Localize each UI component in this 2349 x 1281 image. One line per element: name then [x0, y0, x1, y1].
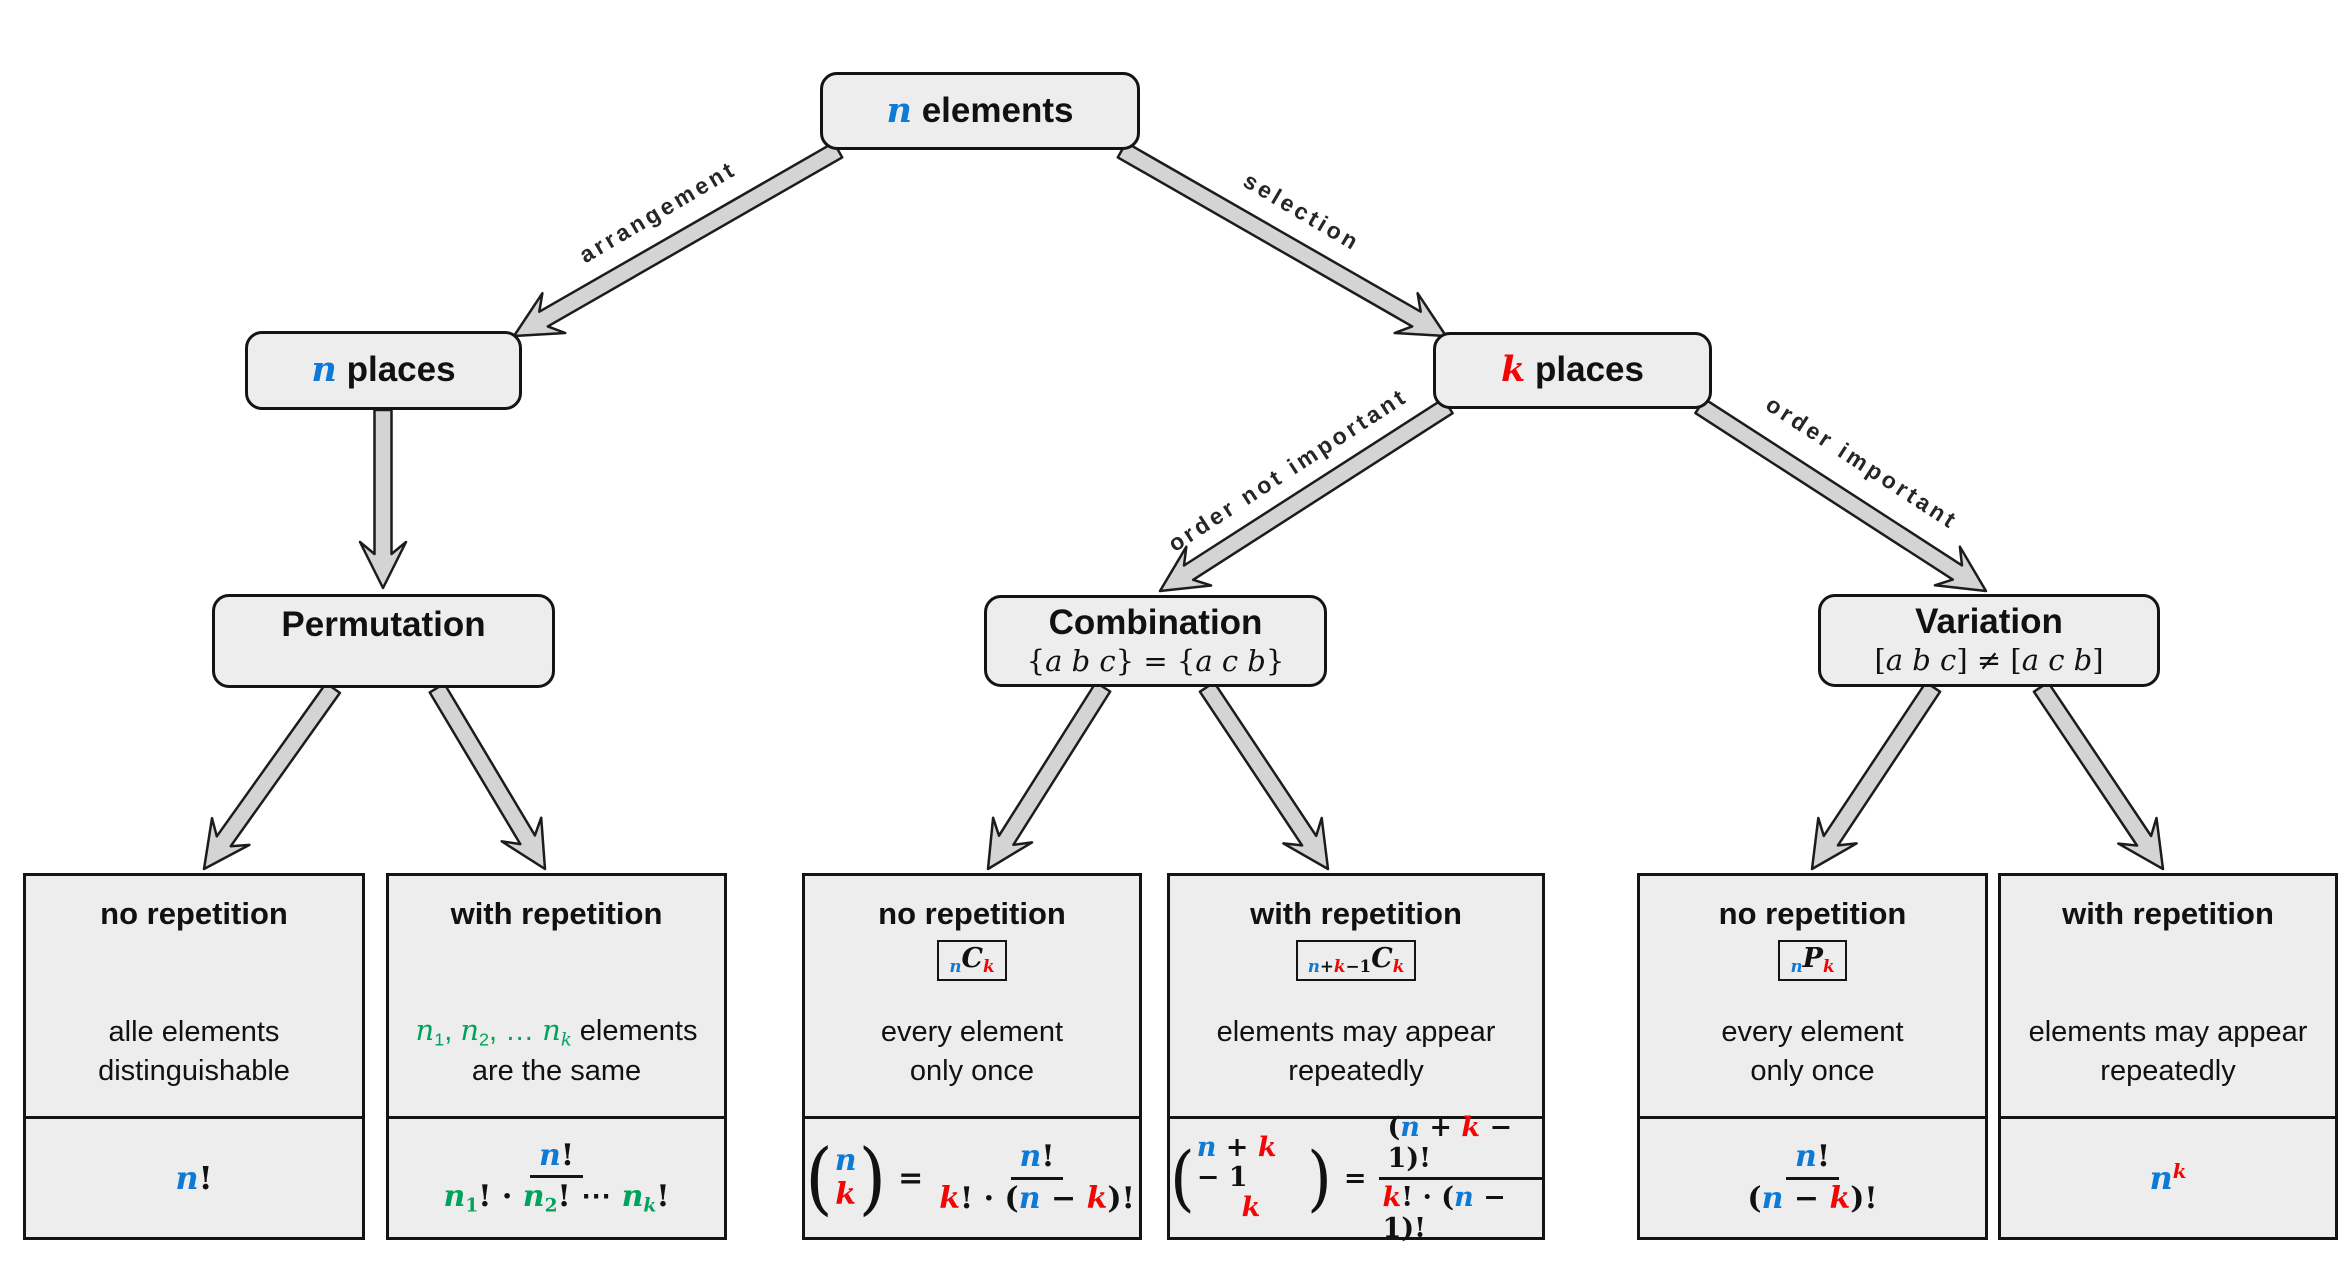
leaf-header: no repetition [1718, 896, 1907, 931]
equals-sign: = [898, 1160, 924, 1196]
leaf-body: elements may appear repeatedly [1216, 1016, 1496, 1087]
leaf-body: n1, n2, … nk elements are the same [415, 1012, 698, 1087]
node-n-places: n places [245, 331, 522, 410]
notation-badge-nPk: nPk [1778, 940, 1847, 982]
leaf-formula: n! (n − k)! [1640, 1119, 1985, 1237]
leaf-body: every element only once [1721, 1016, 1904, 1087]
formula-n-factorial: n! [175, 1159, 213, 1197]
leaf-description: no repetition alle elements distinguisha… [26, 876, 362, 1119]
node-variation-title: Variation [1915, 602, 2063, 641]
node-permutation-title: Permutation [281, 605, 486, 644]
leaf-variation-with-repetition: with repetition elements may appear repe… [1998, 873, 2338, 1240]
node-n-elements: n elements [820, 72, 1140, 150]
leaf-combination-with-repetition: with repetition n+k−1Ck elements may app… [1167, 873, 1545, 1244]
leaf-formula: ( n k ) = n! k! · (n − k)! [805, 1119, 1139, 1237]
node-n-places-title: n places [311, 349, 456, 391]
leaf-permutation-with-repetition: with repetition n1, n2, … nk elements ar… [386, 873, 727, 1240]
leaf-formula: nk [2001, 1119, 2335, 1237]
leaf-formula: n! [26, 1119, 362, 1237]
leaf-header: with repetition [2062, 896, 2274, 931]
notation-badge-n+k-1Ck: n+k−1Ck [1295, 940, 1417, 982]
leaf-header: no repetition [100, 896, 288, 931]
leaf-header: with repetition [1250, 896, 1462, 931]
node-variation: Variation [a b c] ≠ [a c b] [1818, 594, 2160, 687]
leaf-description: with repetition n+k−1Ck elements may app… [1170, 876, 1542, 1119]
node-k-places: k places [1433, 332, 1712, 409]
node-k-places-title: k places [1501, 349, 1644, 391]
formula-fraction: (n + k − 1)! k! · (n − 1)! [1378, 1112, 1542, 1244]
leaf-header: no repetition [878, 896, 1066, 931]
node-combination: Combination {a b c} = {a c b} [984, 595, 1327, 687]
node-n-elements-title: n elements [886, 89, 1074, 131]
leaf-body: every element only once [880, 1016, 1064, 1087]
formula-binomial: ( n k ) [805, 1131, 887, 1224]
leaf-formula: n! n1! · n2! ⋯ nk! [389, 1119, 724, 1237]
formula-fraction: n! n1! · n2! ⋯ nk! [443, 1137, 670, 1217]
leaf-header: with repetition [450, 896, 663, 931]
formula-fraction: n! (n − k)! [1747, 1139, 1878, 1216]
leaf-combination-no-repetition: no repetition nCk every element only onc… [802, 873, 1142, 1240]
leaf-description: with repetition elements may appear repe… [2001, 876, 2335, 1119]
formula-fraction: n! k! · (n − k)! [939, 1139, 1135, 1216]
formula-binomial: ( n + k − 1 k ) [1170, 1131, 1332, 1224]
node-variation-subtitle: [a b c] ≠ [a c b] [1874, 643, 2104, 678]
leaf-description: no repetition nPk every element only onc… [1640, 876, 1985, 1119]
notation-badge-nCk: nCk [937, 940, 1007, 982]
node-combination-title: Combination [1048, 603, 1263, 642]
leaf-variation-no-repetition: no repetition nPk every element only onc… [1637, 873, 1988, 1240]
node-combination-subtitle: {a b c} = {a c b} [1026, 644, 1285, 679]
formula-n-power-k: nk [2149, 1159, 2187, 1197]
leaf-description: with repetition n1, n2, … nk elements ar… [389, 876, 724, 1119]
leaf-body: elements may appear repeatedly [2028, 1016, 2308, 1087]
leaf-body: alle elements distinguishable [98, 1016, 290, 1087]
equals-sign: = [1343, 1162, 1367, 1194]
leaf-formula: ( n + k − 1 k ) = (n + k − 1)! k! · (n −… [1170, 1112, 1542, 1244]
leaf-description: no repetition nCk every element only onc… [805, 876, 1139, 1119]
node-permutation: Permutation [212, 594, 555, 688]
leaf-permutation-no-repetition: no repetition alle elements distinguisha… [23, 873, 365, 1240]
